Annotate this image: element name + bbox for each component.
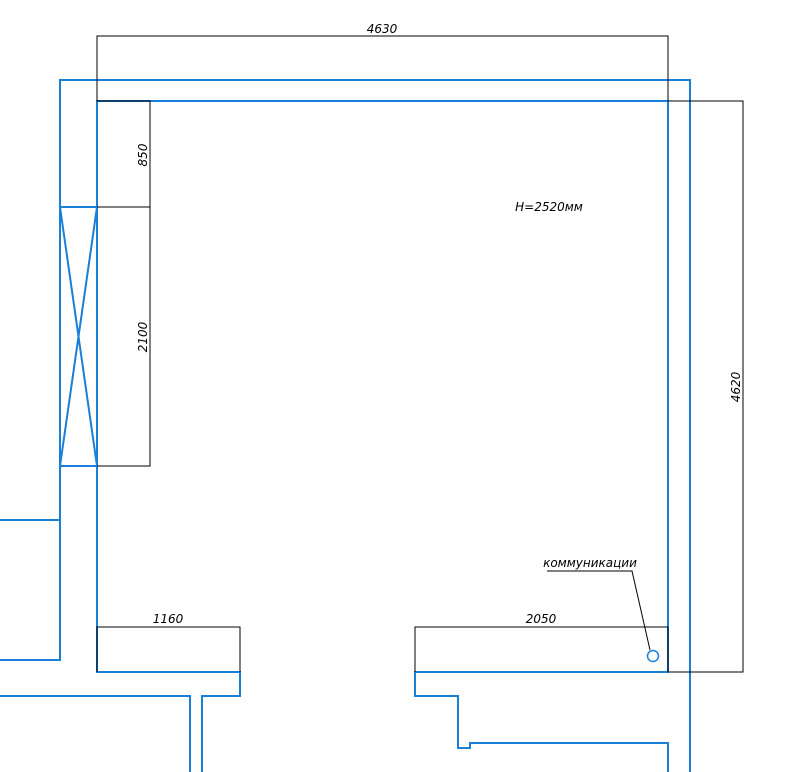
dim-top-label: 4630 [367,22,398,36]
window-frame [59,206,98,467]
room-walls [0,79,691,772]
inner-wall [96,100,669,772]
dim-right [668,100,744,673]
window [58,205,99,468]
dim-left-window [97,206,151,467]
dim-bottom-left-label: 1160 [153,612,184,626]
dim-bottom-right [414,626,669,672]
dim-left-upper-label: 850 [136,143,150,166]
dim-left-window-label: 2100 [136,321,150,352]
dimension-lines [96,35,744,673]
outer-wall [0,79,691,772]
dim-top [96,35,669,101]
riser [646,649,660,663]
dim-bottom-left [96,626,241,672]
dim-bottom-right-label: 2050 [526,612,557,626]
inner-wall-bottom-left [96,671,241,772]
circle-outline-icon [646,649,660,663]
outer-wall-lower-left [0,465,61,661]
dimension-labels: 4630 4620 850 2100 1160 2050 H=2520мм ко… [136,22,743,626]
ceiling-height-label: H=2520мм [515,200,583,214]
corridor-wall [0,695,191,772]
window-cross-icon-b [58,205,99,468]
dim-right-label: 4620 [729,371,743,402]
communications-label: коммуникации [543,556,637,570]
communications-leader [547,570,651,651]
